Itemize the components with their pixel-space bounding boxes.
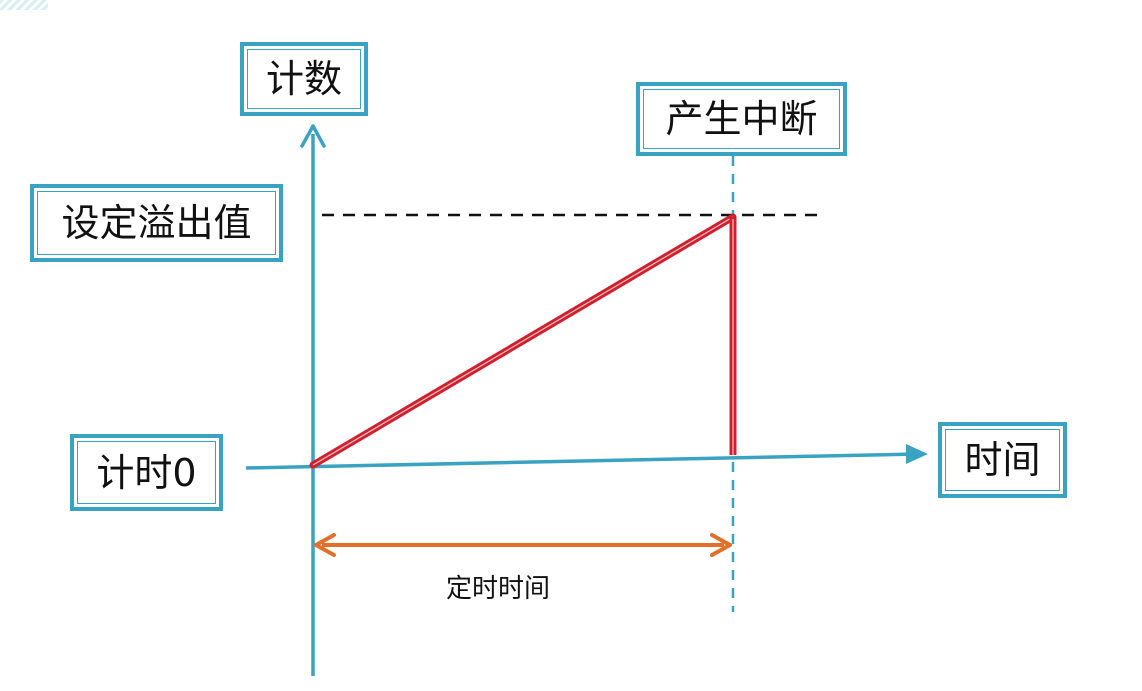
- x-axis-label-box: 时间: [938, 422, 1067, 498]
- y-axis-label-box: 计数: [240, 42, 368, 116]
- y-axis-label: 计数: [265, 57, 342, 101]
- timer-duration-arrow: [314, 533, 732, 557]
- timer-zero-label-box: 计时0: [70, 434, 223, 511]
- corner-decoration: [0, 0, 48, 10]
- interrupt-label-box: 产生中断: [636, 82, 847, 156]
- x-axis: [245, 444, 928, 470]
- overflow-value-label-box: 设定溢出值: [30, 184, 283, 262]
- timer-zero-label: 计时0: [96, 450, 197, 495]
- y-axis: [300, 124, 326, 676]
- count-ramp-line: [309, 213, 737, 469]
- overflow-value-label: 设定溢出值: [61, 201, 252, 245]
- timer-duration-label: 定时时间: [446, 574, 551, 604]
- interrupt-label: 产生中断: [665, 97, 818, 141]
- x-axis-label: 时间: [964, 438, 1041, 482]
